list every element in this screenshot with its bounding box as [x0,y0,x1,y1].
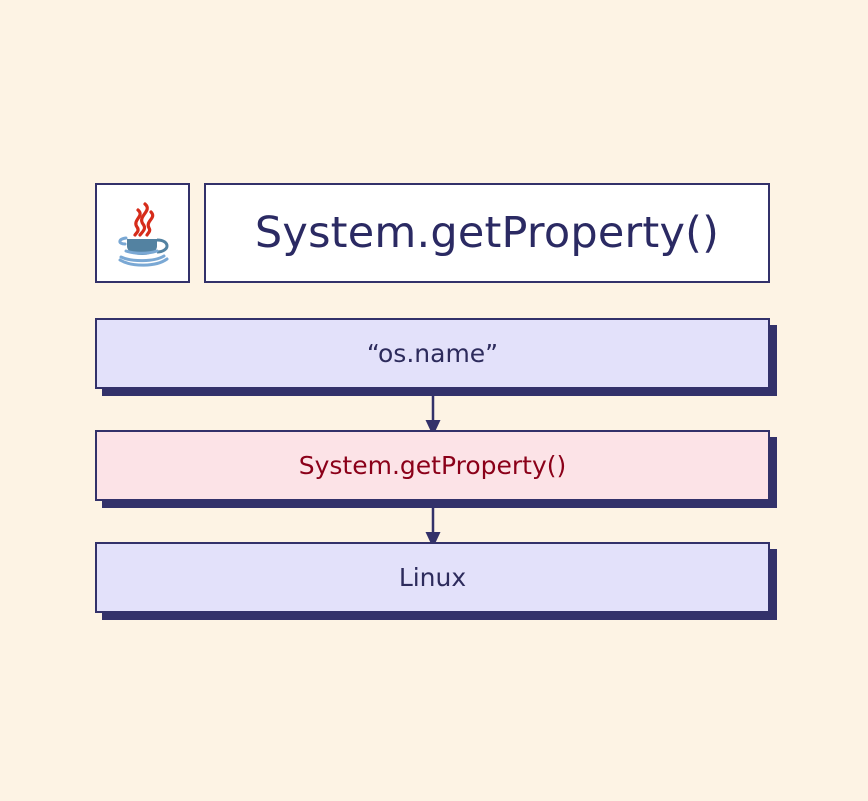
page-title: System.getProperty() [254,207,720,258]
flow-arrow-down-2 [424,508,442,549]
java-logo-box [95,183,190,283]
diagram-header: System.getProperty() [95,183,770,283]
flow-node-label: “os.name” [366,339,499,368]
flow-node-linux: Linux [95,542,770,613]
title-box: System.getProperty() [204,183,770,283]
flow-node-label: Linux [398,563,467,592]
flow-node-os-name: “os.name” [95,318,770,389]
java-logo-icon [112,199,174,267]
flow-node-label: System.getProperty() [298,451,567,480]
flow-arrow-down-1 [424,396,442,437]
flow-node-get-property: System.getProperty() [95,430,770,501]
